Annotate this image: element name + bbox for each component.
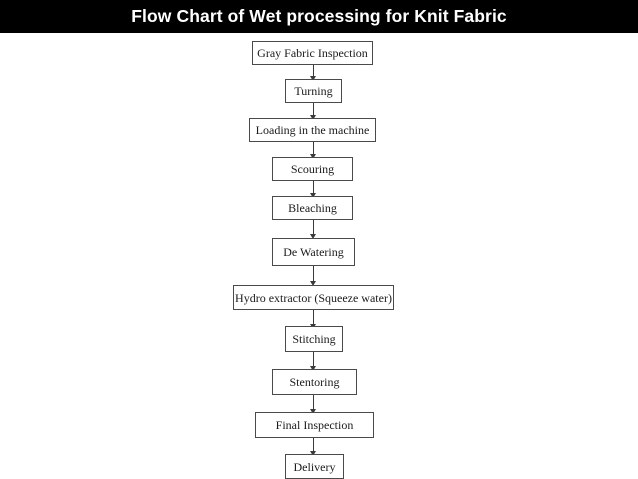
flow-connector-4 — [313, 181, 314, 195]
flow-arrowhead-5 — [310, 234, 316, 239]
flow-node-scouring[interactable]: Scouring — [272, 157, 353, 181]
flow-connector-7 — [313, 310, 314, 326]
flow-arrowhead-1 — [310, 76, 316, 81]
flow-node-label: Turning — [294, 84, 333, 98]
flow-node-label: De Watering — [283, 245, 344, 259]
page-title: Flow Chart of Wet processing for Knit Fa… — [131, 5, 507, 26]
flowchart-canvas: Gray Fabric Inspection Turning Loading i… — [0, 33, 638, 479]
flow-node-final-inspection[interactable]: Final Inspection — [255, 412, 374, 438]
flow-connector-3 — [313, 142, 314, 156]
flow-node-label: Final Inspection — [275, 418, 354, 432]
flow-connector-9 — [313, 395, 314, 411]
flow-arrowhead-4 — [310, 193, 316, 198]
flow-node-label: Delivery — [293, 459, 336, 474]
flow-node-gray-fabric-inspection[interactable]: Gray Fabric Inspection — [252, 41, 373, 65]
flow-connector-2 — [313, 103, 314, 117]
flow-node-label: Stentoring — [289, 375, 340, 389]
flow-node-label: Loading in the machine — [255, 123, 370, 137]
flow-node-de-watering[interactable]: De Watering — [272, 238, 355, 266]
flow-node-label: Gray Fabric Inspection — [257, 46, 368, 60]
flow-arrowhead-3 — [310, 154, 316, 159]
flow-node-loading-in-the-machine[interactable]: Loading in the machine — [249, 118, 376, 142]
flow-node-label: Scouring — [290, 162, 335, 176]
flow-node-stitching[interactable]: Stitching — [285, 326, 343, 352]
flow-node-label: Hydro extractor (Squeeze water) — [235, 290, 392, 305]
flow-arrowhead-8 — [310, 366, 316, 371]
flow-node-delivery[interactable]: Delivery — [285, 454, 344, 479]
flow-arrowhead-10 — [310, 451, 316, 456]
flow-node-label: Stitching — [292, 332, 336, 346]
flow-node-turning[interactable]: Turning — [285, 79, 342, 103]
flow-node-bleaching[interactable]: Bleaching — [272, 196, 353, 220]
flow-connector-1 — [313, 65, 314, 78]
flow-connector-10 — [313, 438, 314, 453]
flow-connector-6 — [313, 266, 314, 283]
title-bar: Flow Chart of Wet processing for Knit Fa… — [0, 0, 638, 33]
flow-node-label: Bleaching — [288, 201, 337, 215]
flow-connector-5 — [313, 220, 314, 236]
flow-node-stentoring[interactable]: Stentoring — [272, 369, 357, 395]
flow-connector-8 — [313, 352, 314, 368]
flow-arrowhead-9 — [310, 409, 316, 414]
flow-arrowhead-6 — [310, 281, 316, 286]
flow-node-hydro-extractor[interactable]: Hydro extractor (Squeeze water) — [233, 285, 394, 310]
flow-arrowhead-2 — [310, 115, 316, 120]
